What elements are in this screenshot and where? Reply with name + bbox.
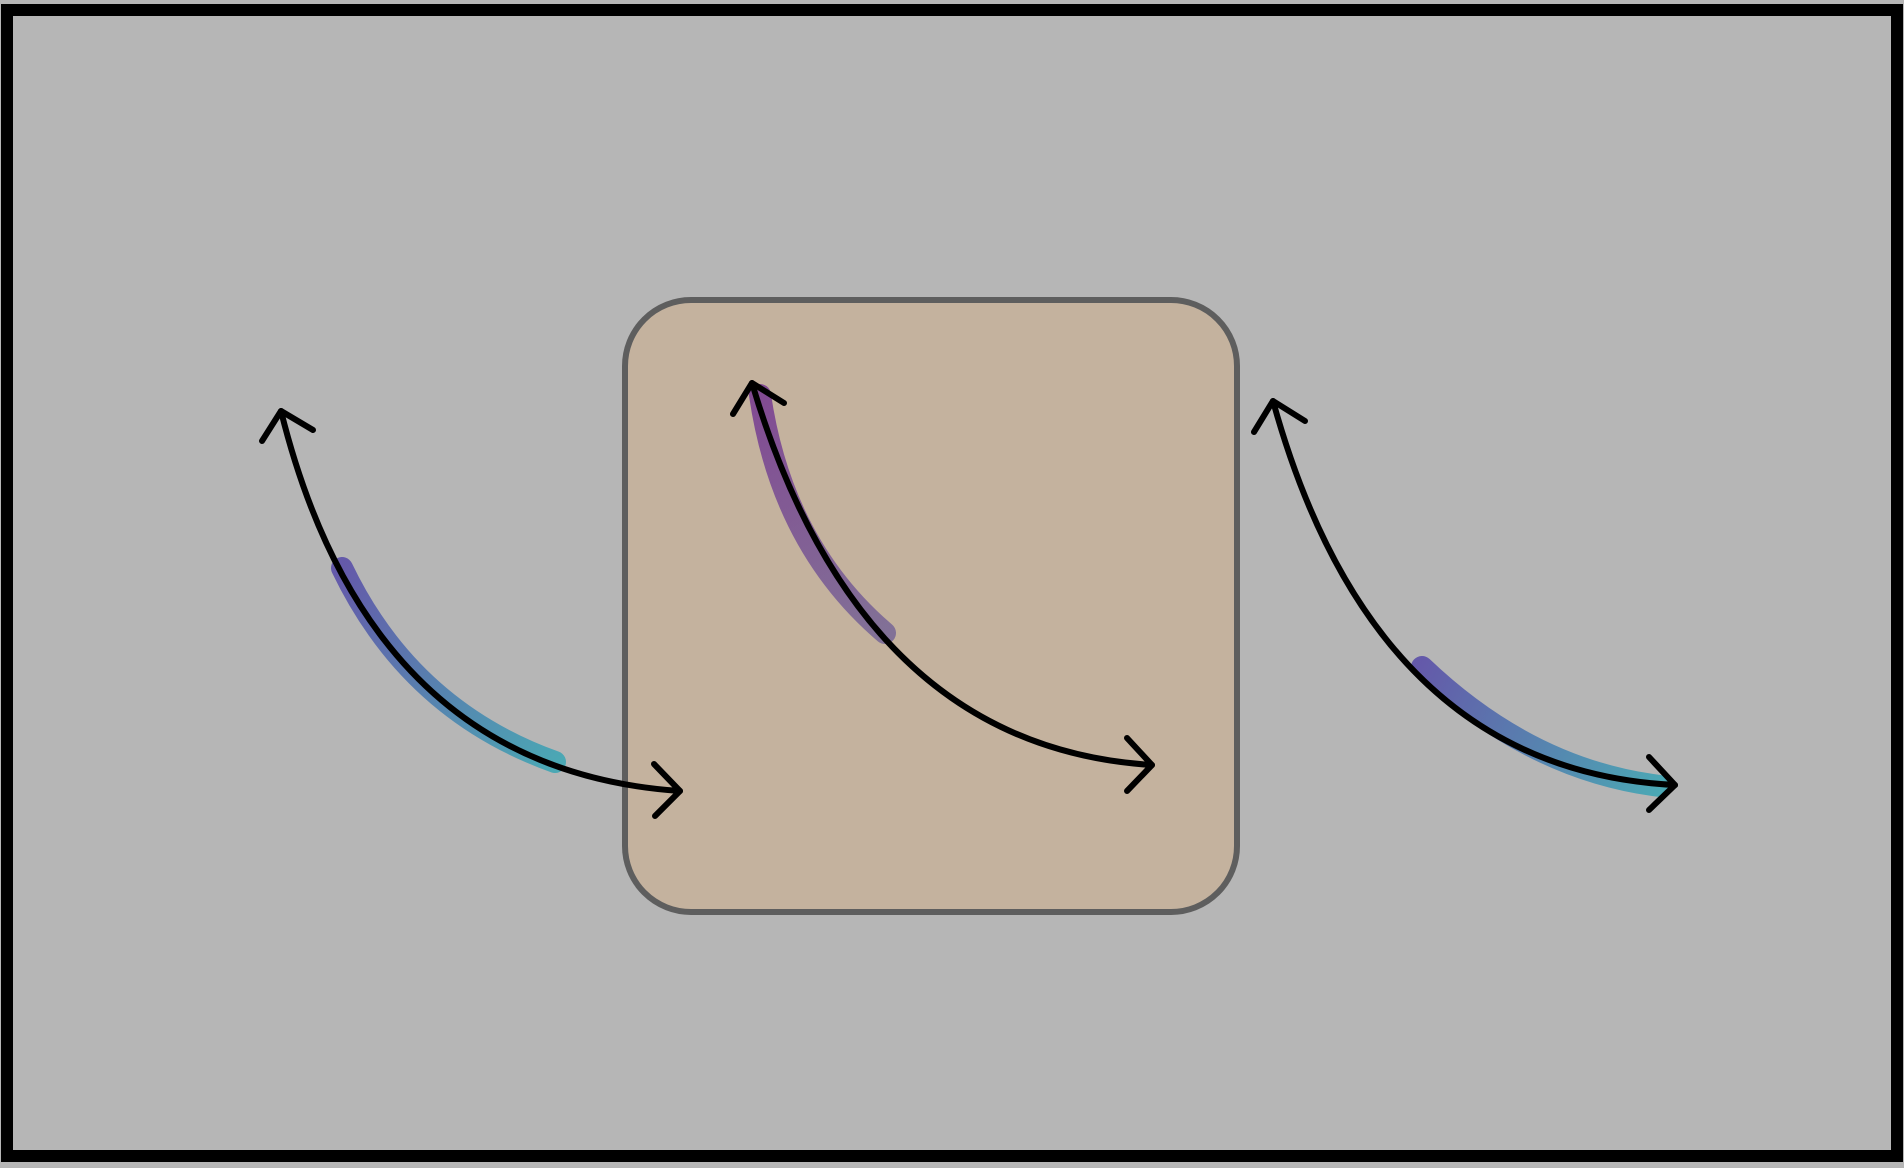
left-curved-arrow[interactable] (259, 408, 683, 819)
left-arrow-head-start (259, 408, 316, 444)
center-box[interactable] (622, 297, 1240, 915)
left-arrow-head-end (651, 761, 683, 819)
center-arrow-head-start (730, 380, 787, 417)
center-arrow-head-end (1124, 735, 1155, 794)
right-arrow-head-end (1646, 754, 1678, 813)
center-curved-arrow[interactable] (730, 380, 1155, 794)
left-arrow-highlight (331, 557, 566, 773)
left-arrow-line (278, 408, 683, 794)
right-arrow-highlight (1411, 656, 1671, 797)
right-arrow-line (1270, 398, 1678, 788)
right-curved-arrow[interactable] (1251, 398, 1678, 813)
center-arrow-line (749, 380, 1155, 768)
right-arrow-head-start (1251, 398, 1308, 435)
outer-frame (1, 4, 1903, 1162)
